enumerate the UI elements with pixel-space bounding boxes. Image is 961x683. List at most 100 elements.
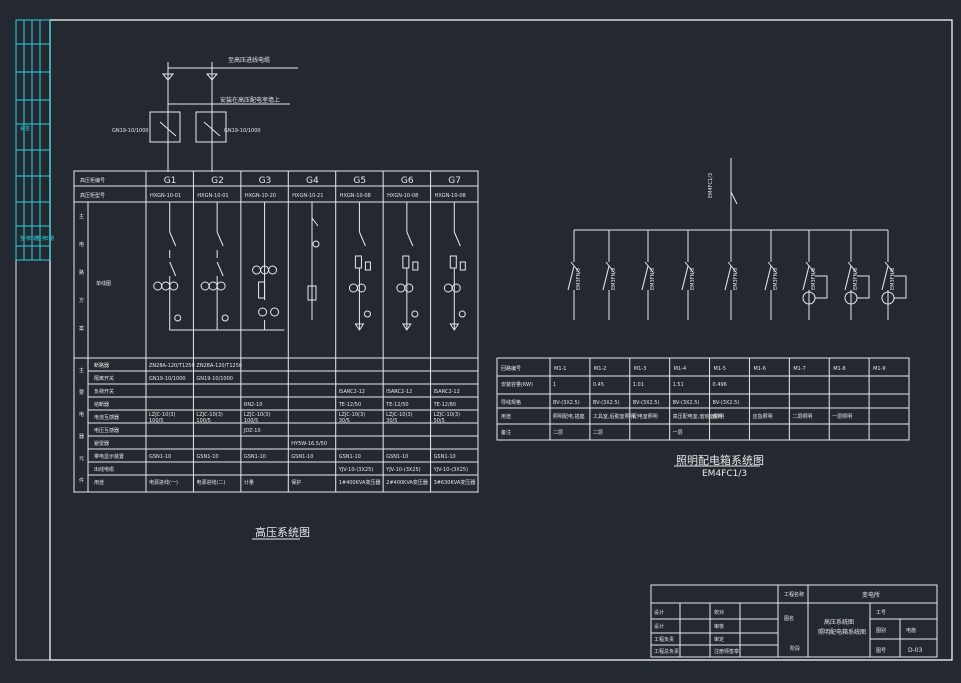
section-char: 要 (79, 390, 84, 396)
cell-text: ISARC2-12 (386, 389, 412, 395)
scheme-symbol-G7 (443, 202, 466, 331)
pt (258, 307, 268, 317)
cabinet-no-label: 高压柜编号 (80, 177, 105, 184)
ct-coil (404, 283, 414, 293)
cell-text: 50/5 (434, 418, 445, 424)
fuse (354, 255, 362, 269)
role-seal: 注册师签章 (714, 648, 739, 655)
row-label: 负荷开关 (94, 388, 114, 395)
ct-coil (443, 283, 453, 293)
mount-label: 安装在高压配电室墙上 (220, 96, 280, 104)
branch-circuit-8: EM3FN/8 (844, 230, 870, 320)
ct-coil (161, 281, 171, 291)
indicator (411, 310, 419, 318)
cabinet-model: HXGN-10-20 (245, 193, 276, 199)
section-char: 方 (79, 297, 84, 304)
hv-incoming: 至高压进线电缆 安装在高压配电室墙上 GN19-10/1000 GN19-10/… (112, 56, 298, 172)
scheme-symbol-G4 (307, 202, 320, 320)
cell-text: TE-12/80 (433, 402, 456, 408)
rule-line (684, 261, 694, 273)
outer-frame (15, 19, 953, 661)
branch-circuit-5: EM3FN/3 (724, 230, 739, 320)
header-cell: M1-2 (594, 366, 606, 372)
cell-text: 二层照明 (792, 414, 812, 420)
cell-text: 二层 (553, 430, 563, 436)
cell-text: 1.51 (673, 382, 684, 388)
cell-text: 100/5 (244, 418, 258, 424)
rcd-link (857, 275, 870, 299)
drawing-name-2: 照明配电箱系统图 (818, 628, 866, 636)
rule-line (884, 261, 894, 273)
cell-text: TE-12/50 (385, 402, 408, 408)
rule-line (644, 261, 654, 273)
cell-text: 应急照明 (752, 413, 772, 420)
cell-text: 电源进线(二) (196, 479, 225, 486)
branch-circuit-6: EM3FN/3 (764, 230, 779, 320)
cell-text: 100/5 (149, 418, 163, 424)
cell-text: GSN1-10 (244, 454, 266, 460)
branch-circuit-9: EM3FN/8 (881, 230, 907, 320)
margin-label: 会签 (20, 125, 30, 132)
ct-coil (356, 283, 366, 293)
row-label: 带电显示装置 (94, 453, 124, 460)
row-label: 备注 (501, 429, 511, 436)
cabinet-model: HXGN-10-08 (435, 193, 466, 199)
role-engineer: 工程负责 (654, 636, 674, 643)
rule-line (881, 265, 889, 291)
cell-text: 配电室照明 (633, 413, 658, 420)
header-cell: M1-6 (753, 366, 765, 372)
scheme-symbol-G3 (169, 202, 285, 331)
fuse (402, 255, 410, 269)
inner-frame (49, 19, 953, 661)
margin-label: 签字 (36, 235, 46, 242)
ct-coil (348, 283, 358, 293)
ct-coil (200, 281, 210, 291)
row-label: 电流互感器 (94, 414, 119, 421)
cell-text: ZN28A-120/T1250 (149, 363, 195, 369)
cell-text: 3#630KVA变压器 (434, 479, 476, 486)
header-cell: M1-3 (634, 366, 646, 372)
rcd-link (894, 275, 907, 299)
cell-text: 1#400KVA变压器 (339, 479, 381, 486)
row-label: 熔断器 (94, 401, 109, 408)
cell-text: GN19-10/1000 (149, 376, 186, 382)
cell-text: JDZ-10 (243, 428, 261, 434)
gn-left-label: GN19-10/1000 (112, 128, 149, 134)
drawing-name-1: 高压系统图 (824, 618, 854, 626)
cabinet-model: HXGN-10-01 (197, 193, 228, 199)
cell-text: GSN1-10 (196, 454, 218, 460)
cell-text: ZN28A-120/T1250 (196, 363, 242, 369)
row-label: 用途 (501, 413, 511, 420)
rule-line (216, 261, 224, 277)
rule-line (570, 261, 580, 273)
cell-text: BV-(3X2.5) (633, 400, 660, 406)
margin-label: 日期 (44, 236, 54, 242)
section-char: 件 (79, 477, 84, 484)
branch-label: EM3FN/8 (811, 268, 817, 290)
cell-text: YJV-10-(3X25) (433, 467, 469, 473)
cabinet-model-label: 高压柜型号 (80, 192, 105, 199)
category-label: 图别 (876, 627, 886, 634)
ct-coil (169, 281, 179, 291)
role-review: 审核 (714, 623, 724, 630)
scheme-label: 单线图 (96, 280, 111, 287)
cable-head (354, 323, 365, 331)
rule-line (358, 231, 366, 247)
main-breaker-label: EM4FC1/3 (708, 173, 714, 198)
row-label: 安装容量(KW) (501, 381, 533, 388)
stage-label: 阶段 (790, 645, 800, 652)
indicator (312, 240, 320, 248)
margin-label: 日期 (28, 236, 38, 242)
cell-text: 2#400KVA变压器 (386, 479, 428, 486)
rule-line (453, 231, 461, 247)
role-chief: 工程总负责 (654, 648, 679, 655)
row-label: 断路器 (94, 362, 109, 369)
rule-line (730, 191, 738, 205)
arrester (307, 285, 317, 301)
row-label: 隔离开关 (94, 375, 114, 382)
pt-coil (268, 265, 278, 275)
indicator (174, 314, 182, 322)
rule-line (724, 265, 732, 291)
cell-text: LZJC-10(3) (434, 412, 460, 418)
